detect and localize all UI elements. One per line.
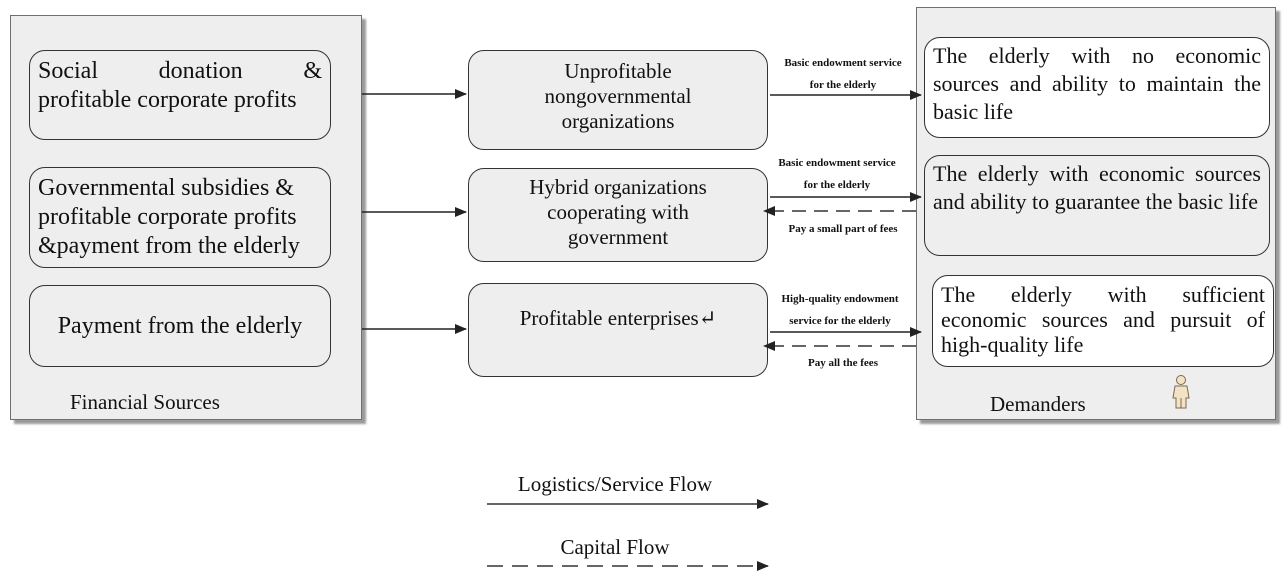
source-box-1: Social donation & profitable corporate p… bbox=[29, 50, 331, 140]
demander-1-text: The elderly with no economic sources and… bbox=[933, 43, 1261, 124]
org-box-profitable: Profitable enterprises↵ bbox=[468, 283, 768, 377]
source-box-3: Payment from the elderly bbox=[29, 285, 331, 367]
service-flow-3-label: High-quality endowment service for the e… bbox=[781, 293, 899, 327]
source-2-line-2: profitable corporate profits bbox=[38, 204, 297, 230]
org-2-line-3: government bbox=[567, 225, 669, 249]
financial-sources-label: Financial Sources bbox=[70, 390, 220, 414]
org-3-line-1: Profitable enterprises↵ bbox=[519, 306, 717, 330]
org-2-line-2: cooperating with bbox=[547, 200, 689, 224]
person-icon bbox=[1172, 375, 1190, 409]
source-2-line-1: Governmental subsidies & bbox=[38, 175, 294, 201]
demander-3-text: The elderly with sufficient economic sou… bbox=[941, 282, 1265, 357]
org-1-line-3: organizations bbox=[561, 109, 675, 133]
org-box-hybrid: Hybrid organizations cooperating with go… bbox=[468, 168, 768, 262]
org-1-line-2: nongovernmental bbox=[544, 84, 692, 108]
source-1-line-2: profitable corporate profits bbox=[38, 87, 297, 113]
demander-box-3: The elderly with sufficient economic sou… bbox=[932, 275, 1274, 367]
org-box-unprofitable: Unprofitable nongovernmental organizatio… bbox=[468, 50, 768, 150]
service-flow-2-label: Basic endowment service for the elderly bbox=[778, 157, 896, 191]
capital-flow-3-label: Pay all the fees bbox=[808, 357, 878, 369]
legend-service-label: Logistics/Service Flow bbox=[517, 472, 713, 496]
org-1-line-1: Unprofitable bbox=[564, 59, 672, 83]
capital-flow-2-label: Pay a small part of fees bbox=[788, 223, 898, 235]
demander-box-2: The elderly with economic sources and ab… bbox=[924, 155, 1270, 256]
demander-2-text: The elderly with economic sources and ab… bbox=[933, 161, 1261, 214]
source-2-line-3: &payment from the elderly bbox=[38, 233, 300, 259]
service-flow-1-label: Basic endowment service for the elderly bbox=[784, 57, 902, 91]
demander-box-1: The elderly with no economic sources and… bbox=[924, 37, 1270, 138]
source-1-line-1: Social donation & bbox=[38, 58, 322, 84]
source-box-2: Governmental subsidies & profitable corp… bbox=[29, 167, 331, 268]
demanders-label: Demanders bbox=[990, 392, 1086, 416]
legend-capital-label: Capital Flow bbox=[560, 535, 670, 559]
source-3-line-1: Payment from the elderly bbox=[57, 312, 303, 339]
org-2-line-1: Hybrid organizations bbox=[529, 175, 707, 199]
